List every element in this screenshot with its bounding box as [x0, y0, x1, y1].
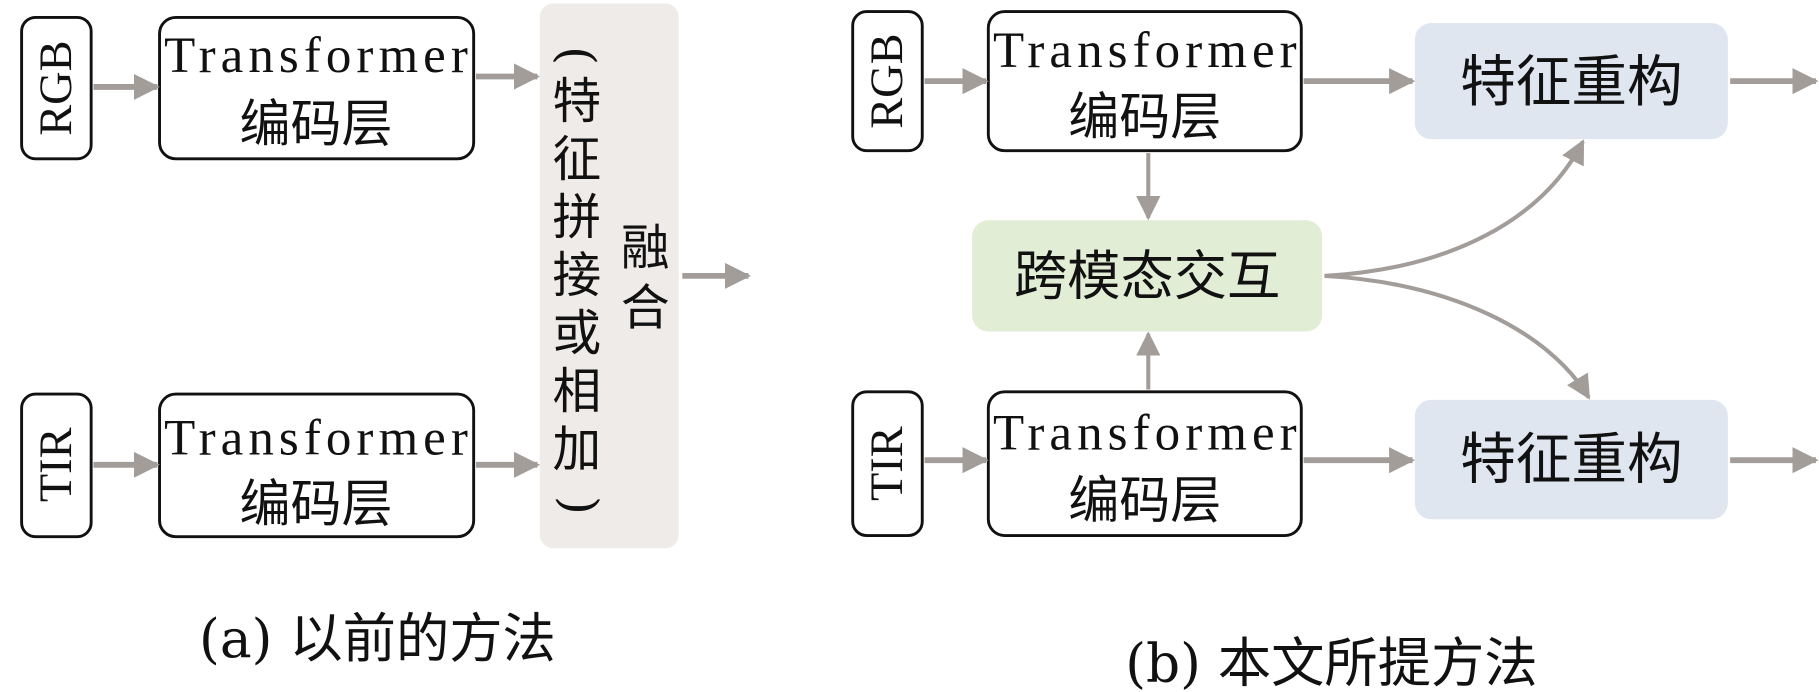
encoder-label: Transformer [164, 410, 468, 466]
panel-b: RGB TIR Transformer 编码层 Transformer 编码层 … [851, 10, 1819, 692]
fusion-block [539, 3, 679, 549]
fusion-label: 融 合 [621, 220, 670, 336]
caption-a: (a) 以前的方法 [199, 608, 556, 670]
encoder-label: 编码层 [240, 95, 393, 154]
interaction-label: 跨模态交互 [1014, 245, 1280, 307]
tir-input-box [851, 390, 924, 537]
reconstruct-box-top [1414, 23, 1728, 140]
curved-arrow [1324, 139, 1585, 278]
rgb-label: RGB [31, 40, 82, 135]
tir-label: TIR [31, 427, 82, 502]
tir-label: TIR [862, 426, 913, 501]
encoder-label: Transformer [993, 23, 1297, 79]
reconstruct-label: 特征重构 [1460, 50, 1683, 115]
svg-text:征: 征 [552, 132, 601, 188]
fusion-method-text: ( 特 征 拼 接 或 相 加 ) [549, 46, 607, 515]
svg-text:接: 接 [552, 248, 601, 304]
tir-input-box [20, 392, 93, 539]
reconstruct-box-bottom [1414, 399, 1728, 520]
encoder-label: Transformer [164, 28, 468, 84]
svg-text:融: 融 [621, 220, 670, 276]
svg-text:或: 或 [552, 306, 601, 362]
cross-modal-interaction-box [972, 220, 1323, 332]
rgb-input-box [20, 15, 93, 161]
encoder-label: 编码层 [240, 476, 393, 535]
svg-text:拼: 拼 [552, 190, 601, 246]
svg-text:加: 加 [552, 422, 601, 478]
rgb-label: RGB [862, 33, 913, 128]
encoder-label: Transformer [993, 406, 1297, 462]
caption-b: (b) 本文所提方法 [1125, 633, 1537, 692]
curved-arrow [1324, 273, 1591, 400]
rgb-input-box [851, 10, 924, 153]
encoder-label: 编码层 [1068, 472, 1221, 531]
svg-text:): ) [551, 496, 607, 515]
svg-text:(: ( [549, 46, 605, 65]
svg-text:相: 相 [552, 364, 601, 420]
reconstruct-label: 特征重构 [1460, 428, 1683, 493]
svg-text:合: 合 [621, 281, 670, 337]
svg-text:特: 特 [552, 74, 601, 130]
panel-a: ( 特 征 拼 接 或 相 加 ) 融 合 RGB TIR Transforme… [20, 3, 751, 670]
encoder-label: 编码层 [1068, 88, 1221, 147]
